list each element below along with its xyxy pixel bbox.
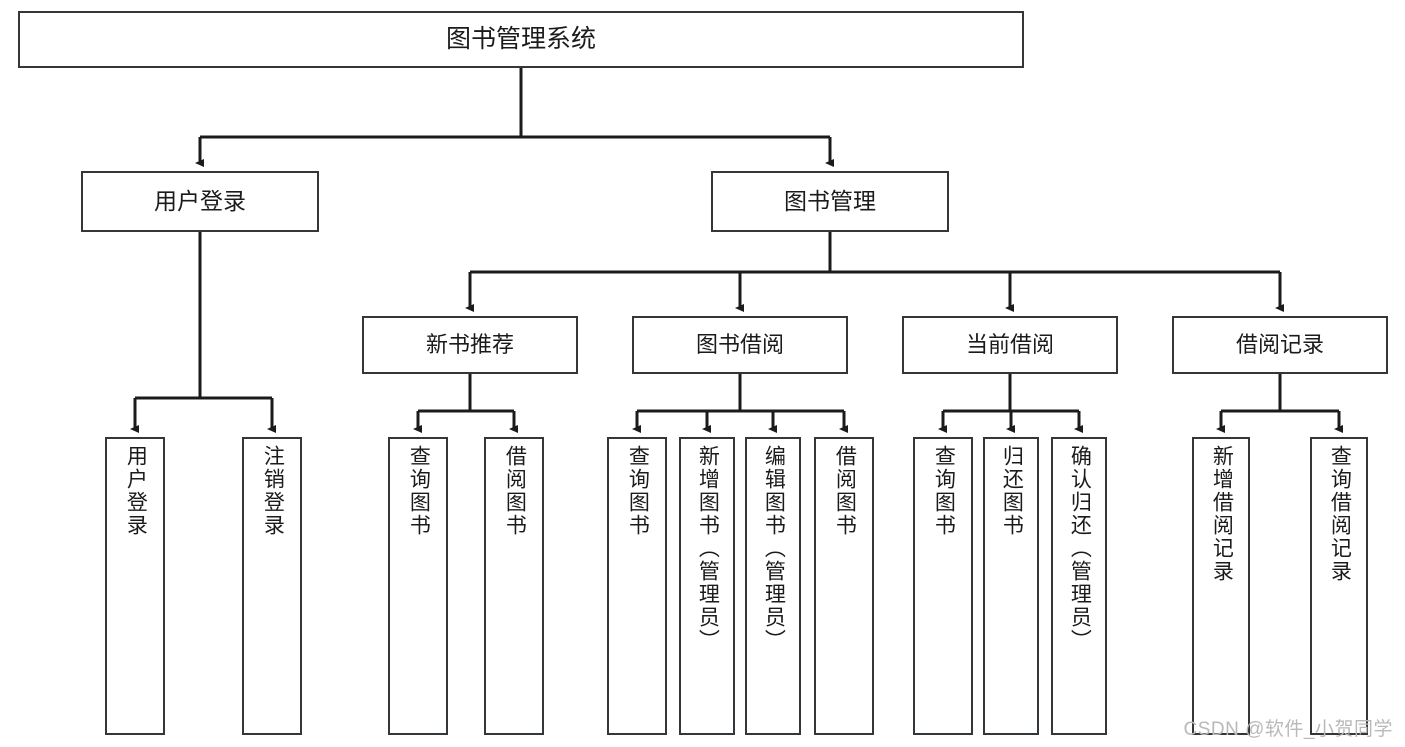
- node-label: 查询图书: [626, 445, 650, 537]
- node-leaf-add-borrow-record[interactable]: 新增借阅记录: [1192, 437, 1250, 735]
- node-label: 新增图书（管理员）: [696, 445, 720, 652]
- node-leaf-add-book-admin[interactable]: 新增图书（管理员）: [679, 437, 735, 735]
- node-root-book-management-system[interactable]: 图书管理系统: [18, 11, 1024, 68]
- node-leaf-borrow-book-recommend[interactable]: 借阅图书: [484, 437, 544, 735]
- node-label: 查询借阅记录: [1328, 445, 1352, 583]
- node-label: 借阅图书: [503, 445, 527, 537]
- node-borrow-record[interactable]: 借阅记录: [1172, 316, 1388, 374]
- node-label: 注销登录: [261, 445, 285, 537]
- node-label: 用户登录: [154, 187, 246, 214]
- node-new-book-recommend[interactable]: 新书推荐: [362, 316, 578, 374]
- node-book-management[interactable]: 图书管理: [711, 171, 949, 232]
- watermark: CSDN @软件_小贺同学: [1183, 719, 1393, 740]
- node-label: 归还图书: [1000, 445, 1024, 537]
- node-leaf-borrow-book[interactable]: 借阅图书: [814, 437, 874, 735]
- node-label: 图书借阅: [695, 332, 784, 358]
- node-leaf-edit-book-admin[interactable]: 编辑图书（管理员）: [745, 437, 801, 735]
- node-label: 图书管理: [784, 187, 876, 214]
- node-leaf-return-book[interactable]: 归还图书: [983, 437, 1039, 735]
- node-label: 借阅记录: [1235, 332, 1324, 358]
- node-label: 确认归还（管理员）: [1068, 445, 1092, 652]
- node-label: 用户登录: [124, 445, 148, 537]
- node-label: 查询图书: [407, 445, 431, 537]
- node-label: 查询图书: [932, 445, 956, 537]
- node-label: 借阅图书: [833, 445, 857, 537]
- node-user-login[interactable]: 用户登录: [81, 171, 319, 232]
- node-label: 图书管理系统: [445, 24, 596, 53]
- node-leaf-query-borrow-record[interactable]: 查询借阅记录: [1310, 437, 1368, 735]
- node-label: 编辑图书（管理员）: [762, 445, 786, 652]
- node-leaf-user-logout[interactable]: 注销登录: [242, 437, 302, 735]
- node-leaf-query-book-recommend[interactable]: 查询图书: [388, 437, 448, 735]
- node-leaf-query-book-current[interactable]: 查询图书: [913, 437, 973, 735]
- node-current-borrow[interactable]: 当前借阅: [902, 316, 1118, 374]
- node-book-borrow[interactable]: 图书借阅: [632, 316, 848, 374]
- node-leaf-user-login[interactable]: 用户登录: [105, 437, 165, 735]
- node-label: 当前借阅: [965, 332, 1054, 358]
- node-label: 新增借阅记录: [1210, 445, 1234, 583]
- node-leaf-confirm-return-admin[interactable]: 确认归还（管理员）: [1051, 437, 1107, 735]
- node-label: 新书推荐: [425, 332, 514, 358]
- node-leaf-query-book-borrow[interactable]: 查询图书: [607, 437, 667, 735]
